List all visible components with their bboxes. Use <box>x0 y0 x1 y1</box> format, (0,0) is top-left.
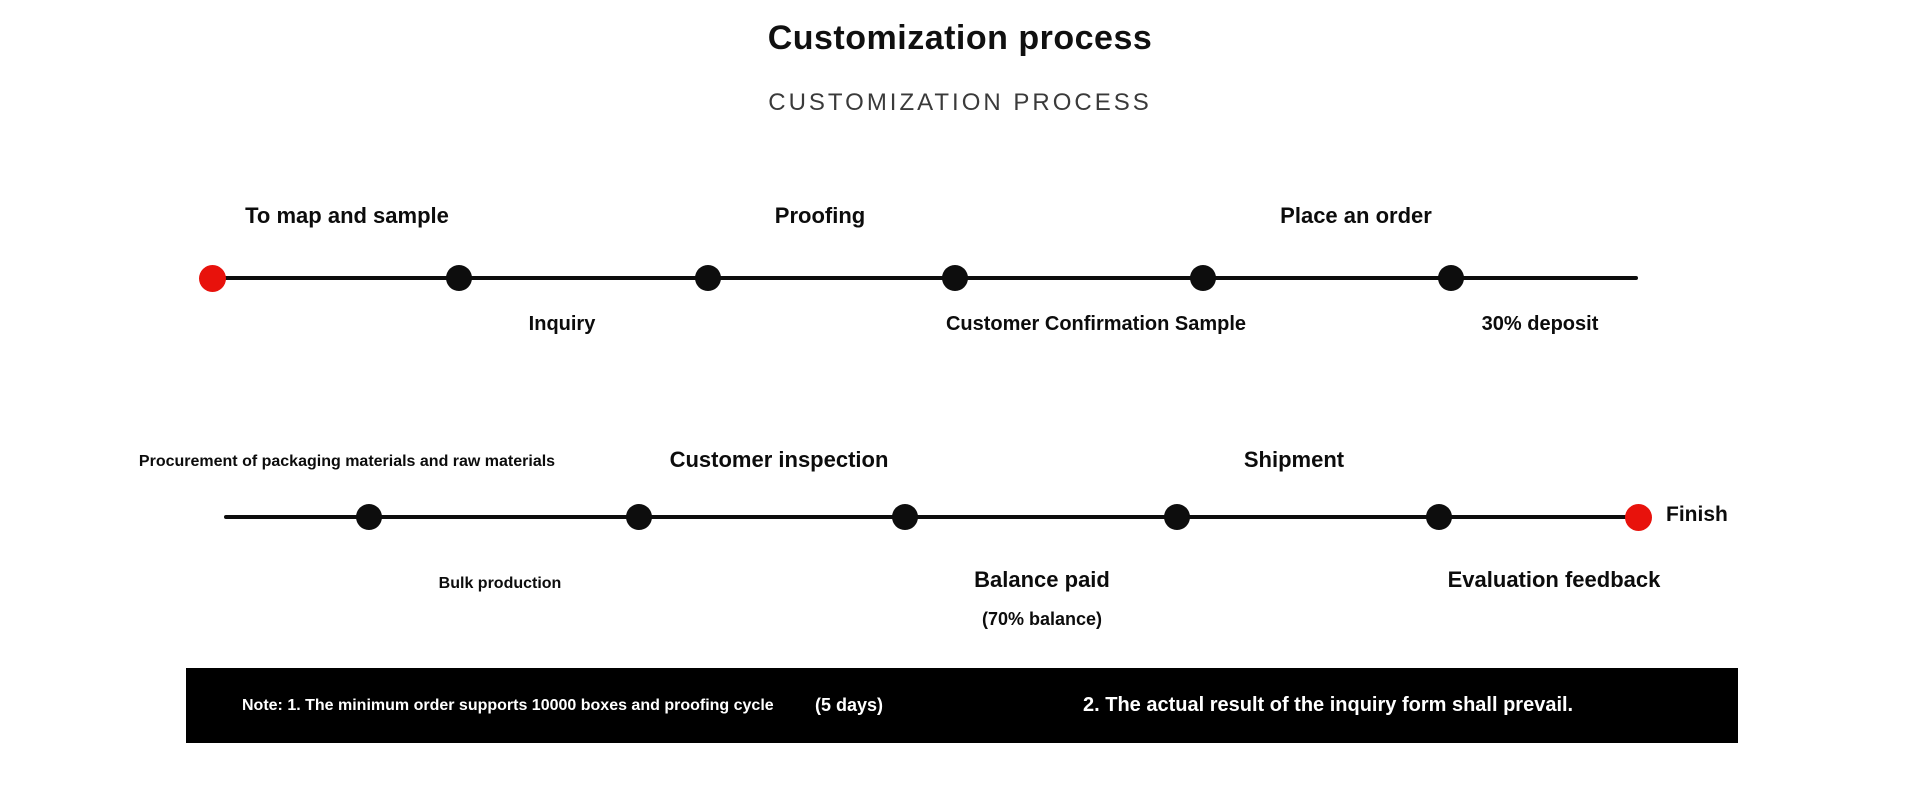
step-label: Bulk production <box>438 575 562 592</box>
step-label: To map and sample <box>245 203 449 228</box>
step-label: Evaluation feedback <box>1447 567 1661 592</box>
start-dot <box>198 264 226 292</box>
step-label: Customer inspection <box>669 447 889 472</box>
step-label: 30% deposit <box>1481 313 1599 335</box>
step-label: Proofing <box>774 203 866 228</box>
step-dot <box>1164 504 1190 530</box>
step-dot <box>942 265 968 291</box>
timeline-line <box>212 276 1638 280</box>
step-dot <box>356 504 382 530</box>
step-dot <box>695 265 721 291</box>
step-label: Inquiry <box>528 313 596 335</box>
step-dot <box>446 265 472 291</box>
step-label: Shipment <box>1243 447 1345 472</box>
step-label: (70% balance) <box>981 609 1103 629</box>
page-title: Customization process <box>767 19 1153 57</box>
step-label: Balance paid <box>974 567 1110 592</box>
page-subtitle: CUSTOMIZATION PROCESS <box>768 89 1152 116</box>
note-inquiry-form-text: 2. The actual result of the inquiry form… <box>1083 694 1574 716</box>
step-dot <box>1426 504 1452 530</box>
step-dot <box>892 504 918 530</box>
step-dot <box>626 504 652 530</box>
timeline-line <box>224 515 1638 519</box>
note-proofing-days-text: (5 days) <box>815 695 884 715</box>
step-label: Procurement of packaging materials and r… <box>138 453 556 470</box>
finish-dot <box>1624 503 1652 531</box>
note-bar: Note: 1. The minimum order supports 1000… <box>186 668 1738 743</box>
step-label: Finish <box>1666 503 1728 526</box>
step-label: Place an order <box>1280 203 1432 228</box>
step-dot <box>1438 265 1464 291</box>
step-label: Customer Confirmation Sample <box>945 313 1247 335</box>
note-minimum-order-text: Note: 1. The minimum order supports 1000… <box>242 696 774 714</box>
step-dot <box>1190 265 1216 291</box>
